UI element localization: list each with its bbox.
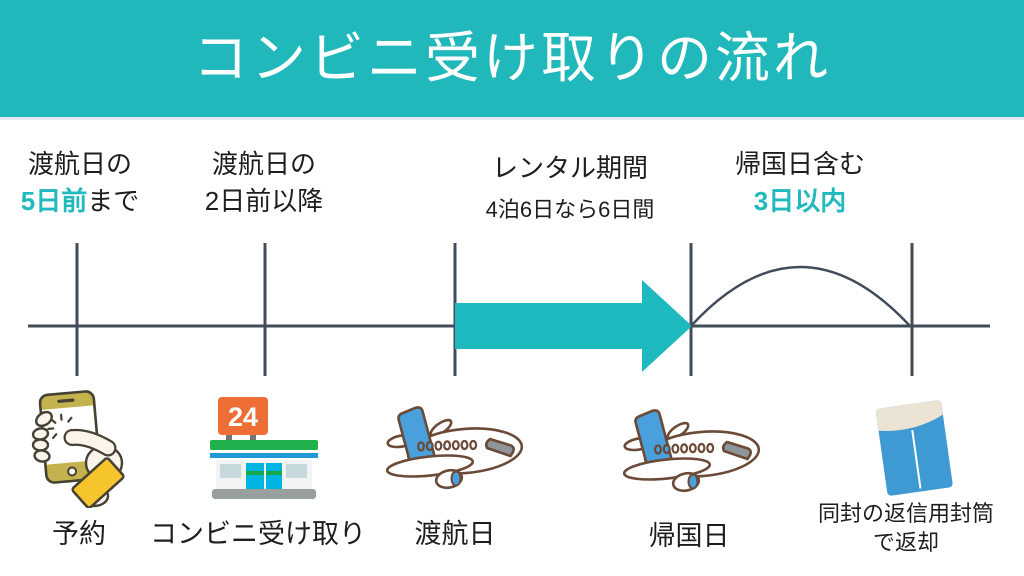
return-arc <box>690 265 911 327</box>
rental-period-arrow <box>455 280 692 372</box>
stage-label-pickup-window: 渡航日の 2日前以降 <box>144 146 384 220</box>
convenience-store-icon: 24 <box>210 397 318 499</box>
stage-label-booking-deadline: 渡航日の 5日前まで <box>0 146 200 220</box>
highlight-text: 3日以内 <box>753 186 847 216</box>
stage-line2: 4泊6日なら6日間 <box>485 197 655 222</box>
stage-line1: 帰国日含む <box>734 149 865 179</box>
title-banner: コンビニ受け取りの流れ <box>0 0 1024 120</box>
step-label-envelope-return: 同封の返信用封筒 で返却 <box>786 499 1024 557</box>
stage-line2: 2日前以降 <box>204 186 324 216</box>
smartphone-hand-icon <box>31 390 125 508</box>
step-label-departure-day: 渡航日 <box>414 519 496 549</box>
stage-line1: レンタル期間 <box>491 153 648 183</box>
stage-line1: 渡航日の <box>27 149 132 179</box>
highlight-text: 5日前 <box>20 186 88 216</box>
step-label-store-pickup: コンビニ受け取り <box>150 519 366 549</box>
page-title: コンビニ受け取りの流れ <box>192 27 831 89</box>
store-sign-text: 24 <box>228 402 258 432</box>
stage-line2: 3日以内 <box>680 183 920 220</box>
return-envelope-icon <box>875 400 953 496</box>
stage-line1: 渡航日の <box>211 149 316 179</box>
stage-line2: 5日前まで <box>20 186 140 216</box>
stage-label-return-window: 帰国日含む 3日以内 <box>680 146 920 220</box>
envelope-label-line1: 同封の返信用封筒 <box>817 501 994 526</box>
airplane-icon <box>622 409 761 493</box>
envelope-label-line2: で返却 <box>872 530 939 555</box>
timeline <box>28 243 990 376</box>
stage-label-rental-period: レンタル期間 4泊6日なら6日間 <box>450 150 690 225</box>
step-label-reservation: 予約 <box>52 519 106 549</box>
step-label-return-day: 帰国日 <box>648 521 730 551</box>
airplane-icon <box>385 406 524 490</box>
